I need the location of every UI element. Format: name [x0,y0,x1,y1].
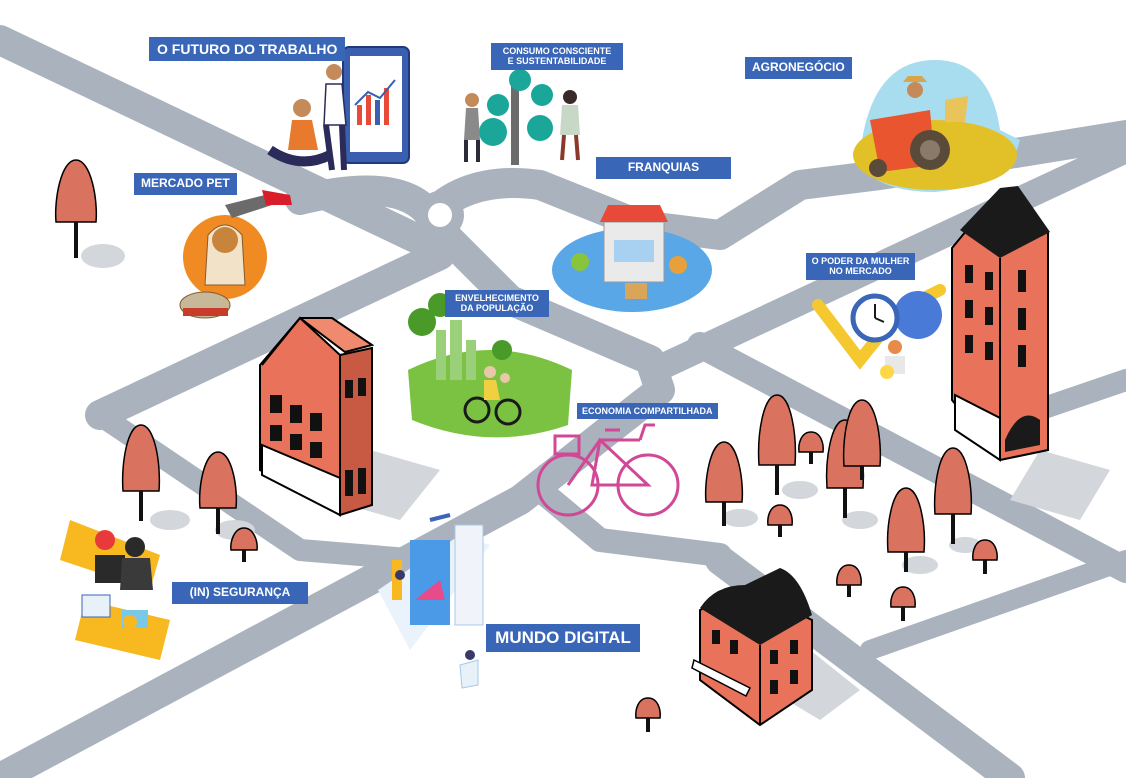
tree [933,447,973,544]
consumo-consciente-illustration [464,69,580,165]
building-left [259,316,375,517]
agronegocio-illustration [853,60,1020,192]
economia-bicycle-illustration [536,423,680,517]
topic-label-agronegocio[interactable]: AGRONEGÓCIO [745,57,852,79]
topic-label-consumo-consciente[interactable]: CONSUMO CONSCIENTE E SUSTENTABILIDADE [491,43,623,70]
building-bottom [691,568,813,727]
topic-label-franquias[interactable]: FRANQUIAS [596,157,731,179]
building-right-tall [951,186,1050,462]
mundo-digital-illustration [378,513,490,689]
topic-label-seguranca[interactable]: (IN) SEGURANÇA [172,582,308,604]
tree [886,487,926,572]
tree [842,399,882,480]
tree [635,697,661,732]
tree [121,424,161,521]
tree [890,586,916,621]
tree [836,564,862,597]
franquias-illustration [552,205,712,312]
tree [798,431,824,464]
mercado-pet-illustration [179,190,292,319]
trees [54,159,998,732]
tree [198,451,238,534]
tree [54,159,98,258]
topic-label-economia-compartilhada[interactable]: ECONOMIA COMPARTILHADA [577,403,718,420]
tree [972,539,998,574]
tree [767,504,793,537]
topic-label-poder-mulher[interactable]: O PODER DA MULHER NO MERCADO [806,253,915,280]
poder-mulher-illustration [812,284,946,379]
tree [757,394,797,495]
envelhecimento-illustration [408,293,572,438]
topic-label-futuro-trabalho[interactable]: O FUTURO DO TRABALHO [149,37,346,62]
topic-label-envelhecimento[interactable]: ENVELHECIMENTO DA POPULAÇÃO [445,290,549,317]
tree [704,441,744,526]
topic-label-mundo-digital[interactable]: MUNDO DIGITAL [486,624,640,652]
tree [230,527,258,562]
futuro-trabalho-illustration [267,46,410,171]
topic-label-mercado-pet[interactable]: MERCADO PET [134,173,237,195]
seguranca-illustration [60,520,170,660]
